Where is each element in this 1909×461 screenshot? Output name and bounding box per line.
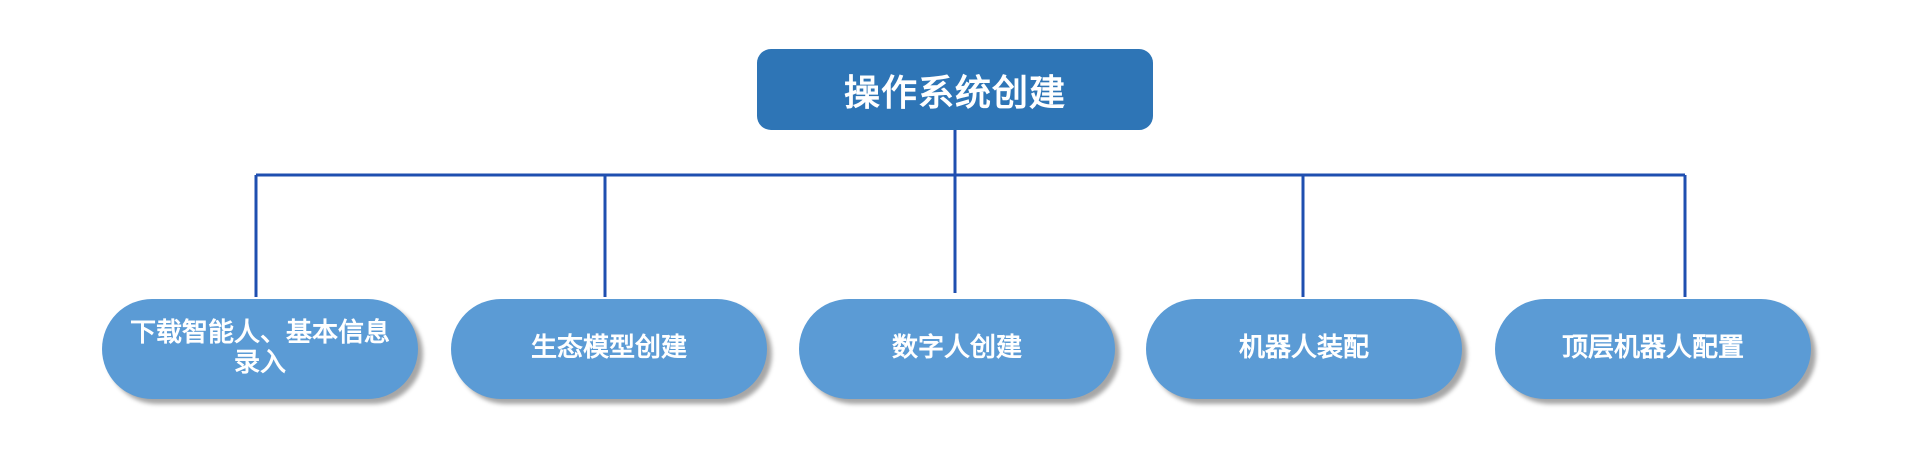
root-node-label: 操作系统创建	[843, 72, 1066, 114]
child-node-label: 生态模型创建	[530, 333, 687, 364]
child-node-label: 顶层机器人配置	[1561, 333, 1744, 364]
child-node-digital-human: 数字人创建	[799, 299, 1115, 399]
child-node-eco-model: 生态模型创建	[451, 299, 767, 399]
root-node-os-creation: 操作系统创建	[757, 49, 1153, 130]
child-node-robot-assembly: 机器人装配	[1146, 299, 1462, 399]
child-node-download-info: 下载智能人、基本信息录入	[102, 299, 418, 399]
child-node-top-robot-config: 顶层机器人配置	[1495, 299, 1811, 399]
child-node-label: 数字人创建	[891, 333, 1022, 364]
child-node-label: 下载智能人、基本信息录入	[130, 318, 391, 378]
child-node-label: 机器人装配	[1238, 333, 1369, 364]
